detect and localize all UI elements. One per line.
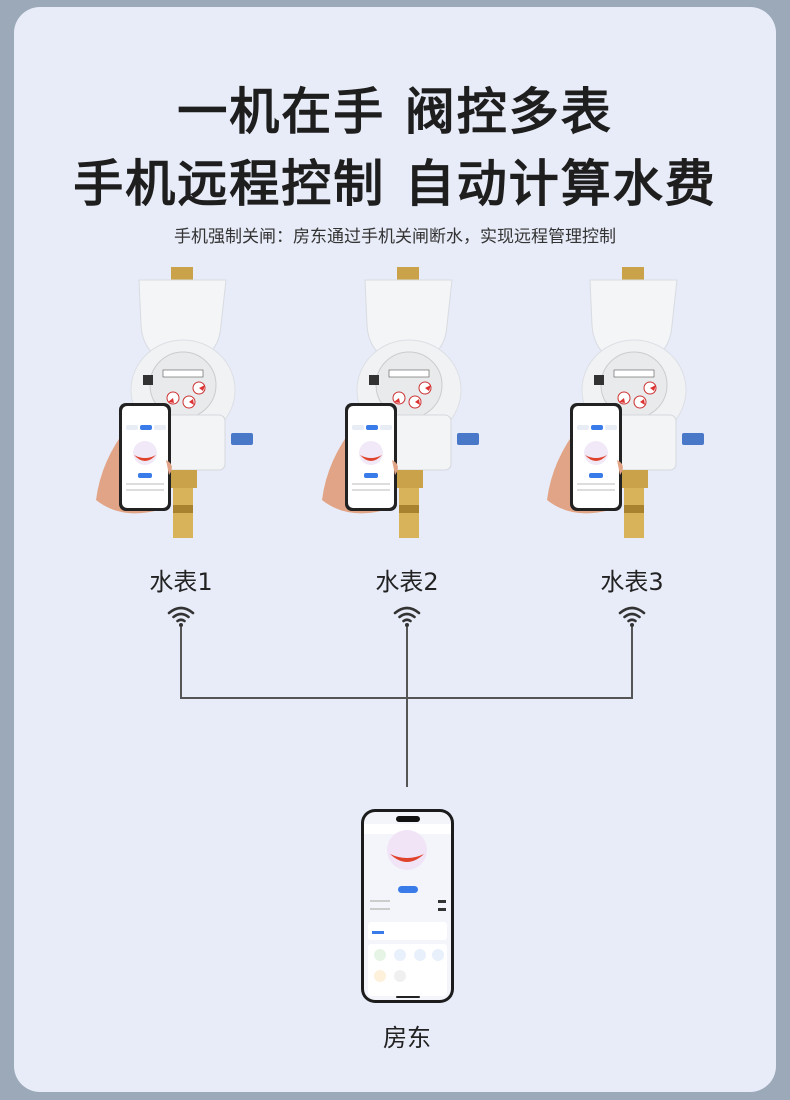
wifi-icon xyxy=(393,606,421,627)
water-meter-1-image xyxy=(95,266,254,539)
wifi-icon xyxy=(618,606,646,627)
connector-line xyxy=(180,697,633,699)
meter-2-label: 水表2 xyxy=(375,568,439,596)
connector-line xyxy=(631,627,633,698)
headline-line-2: 手机远程控制 自动计算水费 xyxy=(73,155,717,213)
headline-line-1: 一机在手 阀控多表 xyxy=(177,83,613,141)
water-meter-2-image xyxy=(321,266,480,539)
meter-3-label: 水表3 xyxy=(600,568,664,596)
wifi-icon xyxy=(167,606,195,627)
landlord-phone-image xyxy=(361,809,454,1003)
connector-line xyxy=(180,627,182,698)
connector-line xyxy=(406,627,408,787)
subtitle: 手机强制关闸：房东通过手机关闸断水，实现远程管理控制 xyxy=(174,227,616,247)
landlord-label: 房东 xyxy=(383,1024,431,1052)
meter-1-label: 水表1 xyxy=(149,568,213,596)
water-meter-3-image xyxy=(546,266,705,539)
